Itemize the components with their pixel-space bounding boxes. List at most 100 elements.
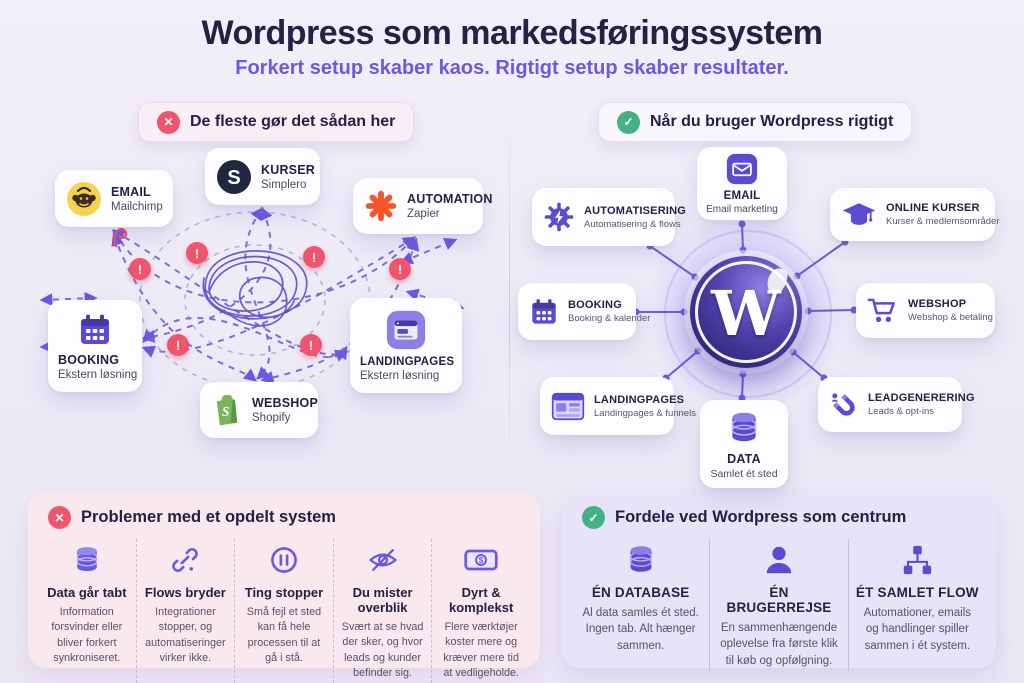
benefit-item: ÉN DATABASE Al data samles ét sted. Inge… <box>572 539 709 671</box>
svg-text:S: S <box>222 404 229 419</box>
problem-item: Ting stopper Små fejl et sted kan få hel… <box>234 539 333 683</box>
benefits-title: Fordele ved Wordpress som centrum <box>615 508 907 526</box>
problem-item: $ Dyrt & komplekst Flere værktøjer koste… <box>431 539 530 683</box>
database-icon <box>725 409 763 447</box>
card-subtitle: Simplero <box>261 178 307 191</box>
red-squiggle-icon <box>113 227 128 248</box>
problem-item: Du mister overblik Svært at se hvad der … <box>332 539 432 683</box>
broken-link-icon <box>144 541 228 579</box>
mailchimp-icon <box>66 181 102 217</box>
page-title: Wordpress som markedsføringssystem <box>201 14 823 52</box>
card-subtitle: Leads & opt-ins <box>868 406 935 417</box>
benefit-desc: Al data samles ét sted. Ingen tab. Alt h… <box>582 607 699 652</box>
alert-icon: ! <box>303 246 325 268</box>
benefit-desc: En sammenhængende oplevelse fra første k… <box>720 622 838 667</box>
card-subtitle: Mailchimp <box>111 200 163 213</box>
database-icon <box>579 541 702 579</box>
card-subtitle: Samlet ét sted <box>710 467 778 480</box>
tool-card-webshop: S WEBSHOP Shopify <box>200 382 318 438</box>
card-subtitle: Booking & kalender <box>568 313 651 324</box>
card-title: WEBSHOP <box>908 298 967 310</box>
card-title: LANDINGPAGES <box>594 393 685 406</box>
card-subtitle: Shopify <box>252 412 291 424</box>
calendar-icon <box>529 297 559 327</box>
alert-icon: ! <box>167 334 189 356</box>
card-title: WEBSHOP <box>252 396 318 410</box>
magnet-icon <box>829 390 859 420</box>
chaos-header-badge: ✕ De fleste gør det sådan her <box>138 102 415 142</box>
simplero-icon: S <box>216 159 252 195</box>
card-title: EMAIL <box>723 189 761 202</box>
problem-title: Du mister overblik <box>352 585 413 615</box>
card-subtitle: Landingpages & funnels <box>594 407 696 419</box>
check-circle-icon: ✓ <box>617 110 640 134</box>
wordpress-w-letter: W <box>711 277 781 350</box>
benefit-desc: Automationer, emails og handlinger spill… <box>863 607 972 652</box>
svg-text:$: $ <box>479 556 484 565</box>
card-title: LEADGENERERING <box>868 392 975 404</box>
wordpress-logo: W <box>690 256 802 368</box>
problem-desc: Svært at se hvad der sker, og hvor leads… <box>341 621 424 679</box>
zapier-icon <box>364 189 398 223</box>
card-title: KURSER <box>261 162 315 177</box>
chaos-header-label: De fleste gør det sådan her <box>190 113 396 130</box>
alert-icon: ! <box>186 242 208 264</box>
card-title: AUTOMATION <box>407 192 493 206</box>
problem-title: Flows bryder <box>144 585 226 600</box>
benefit-item: ÉT SAMLET FLOW Automationer, emails og h… <box>847 539 986 671</box>
shopify-icon: S <box>211 392 243 428</box>
benefits-panel: ✓ Fordele ved Wordpress som centrum ÉN D… <box>562 492 996 671</box>
benefit-title: ÉT SAMLET FLOW <box>855 585 979 600</box>
eye-off-icon <box>341 541 425 579</box>
problem-item: Flows bryder Integrationer stopper, og a… <box>135 539 235 683</box>
benefits-columns: ÉN DATABASE Al data samles ét sted. Inge… <box>562 533 996 671</box>
gear-bolt-icon <box>543 201 575 233</box>
card-subtitle: Ekstern løsning <box>58 368 138 381</box>
problems-header: ✕ Problemer med et opdelt system <box>28 492 540 533</box>
problems-title: Problemer med et opdelt system <box>81 508 336 526</box>
card-subtitle: Kurser & medlemsområder <box>886 216 1000 227</box>
problems-panel: ✕ Problemer med et opdelt system Data gå… <box>28 492 540 683</box>
benefits-header: ✓ Fordele ved Wordpress som centrum <box>562 492 996 533</box>
alert-icon: ! <box>129 258 151 280</box>
hub-header-badge: ✓ Når du bruger Wordpress rigtigt <box>598 102 913 142</box>
database-icon <box>45 541 129 579</box>
card-title: BOOKING <box>58 352 120 367</box>
card-subtitle: Zapier <box>407 208 440 220</box>
problem-desc: Flere værktøjer koster mere og kræver me… <box>443 621 519 679</box>
flow-icon <box>856 541 979 579</box>
card-title: DATA <box>727 451 761 466</box>
problem-title: Dyrt & komplekst <box>449 585 514 615</box>
hub-header-label: Når du bruger Wordpress rigtigt <box>650 113 894 130</box>
problem-desc: Små fejl et sted kan få hele processen t… <box>246 606 322 664</box>
card-subtitle: Ekstern løsning <box>360 370 440 382</box>
card-title: AUTOMATISERING <box>584 204 687 217</box>
benefit-item: ÉN BRUGERREJSE En sammenhængende oplevel… <box>709 539 847 671</box>
benefit-title: ÉN BRUGERREJSE <box>726 585 832 615</box>
problem-desc: Information forsvinder eller bliver fork… <box>51 606 123 664</box>
banknote-icon: $ <box>439 541 523 579</box>
envelope-icon <box>726 153 758 185</box>
problems-columns: Data går tabt Information forsvinder ell… <box>28 533 540 683</box>
page-subtitle: Forkert setup skaber kaos. Rigtigt setup… <box>235 57 789 79</box>
problem-title: Ting stopper <box>244 585 324 600</box>
user-icon <box>717 541 840 579</box>
hub-card-leadgenerering: LEADGENERERING Leads & opt-ins <box>818 377 975 432</box>
card-subtitle: Automatisering & flows <box>584 218 681 230</box>
pause-icon <box>242 541 326 579</box>
alert-icon: ! <box>389 258 411 280</box>
wordpress-ring <box>664 230 832 398</box>
x-circle-icon: ✕ <box>48 506 71 529</box>
browser-window-icon <box>551 392 585 421</box>
card-subtitle: Email marketing <box>706 203 778 215</box>
